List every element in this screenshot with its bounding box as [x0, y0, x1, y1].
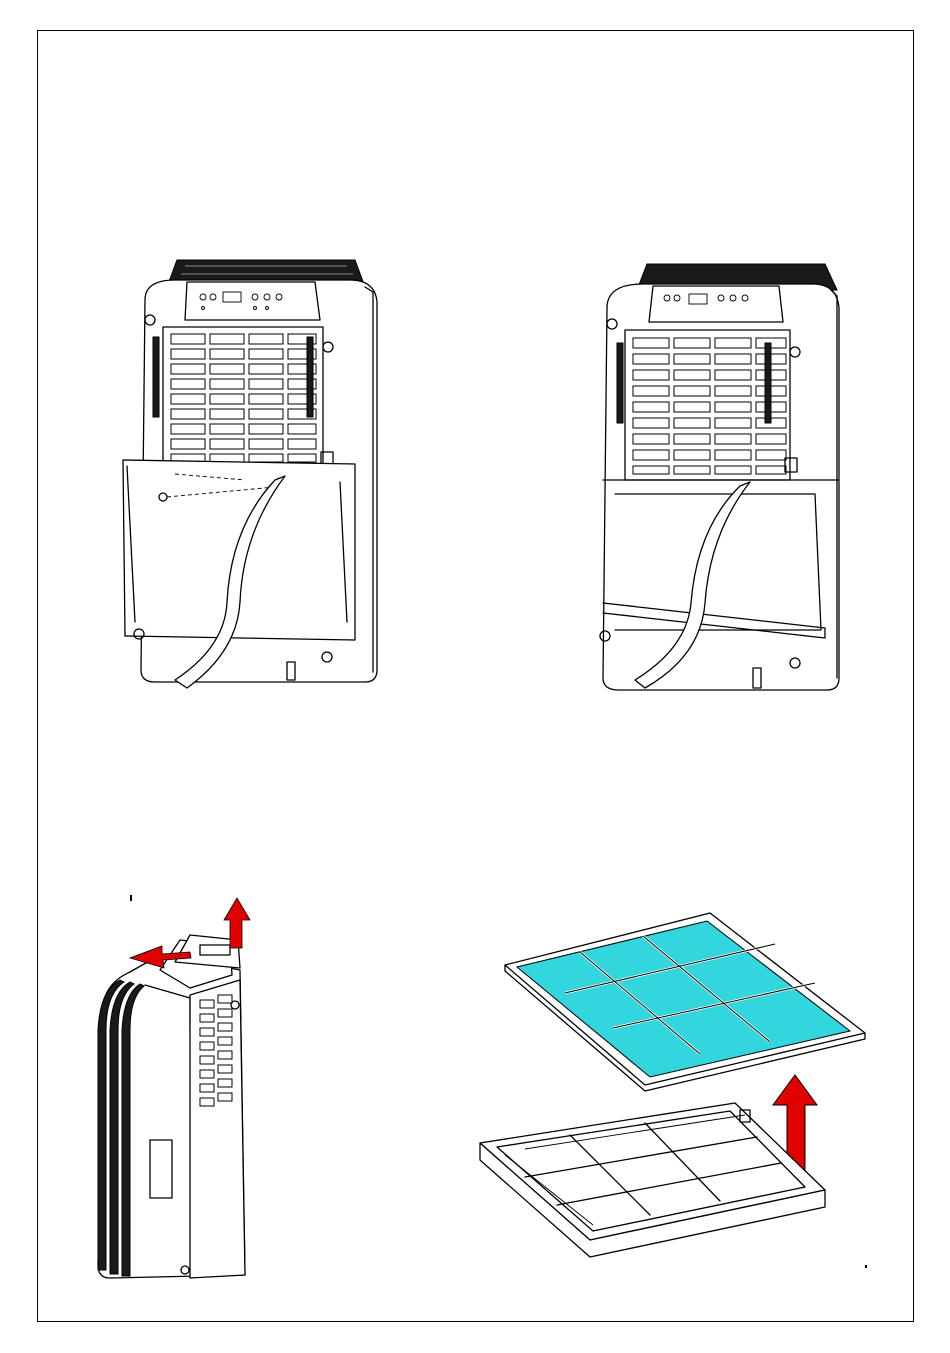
figure-dehumidifier-rear-open	[115, 252, 385, 697]
figure-filter-removal-side	[90, 890, 265, 1290]
air-grille-icon	[633, 338, 786, 474]
figure-dehumidifier-rear-closed	[585, 258, 855, 703]
filter-mesh-icon	[505, 913, 865, 1091]
figure-filter-mesh-lift	[475, 905, 870, 1290]
air-grille-icon	[171, 334, 316, 462]
filter-frame-icon	[480, 1103, 825, 1257]
